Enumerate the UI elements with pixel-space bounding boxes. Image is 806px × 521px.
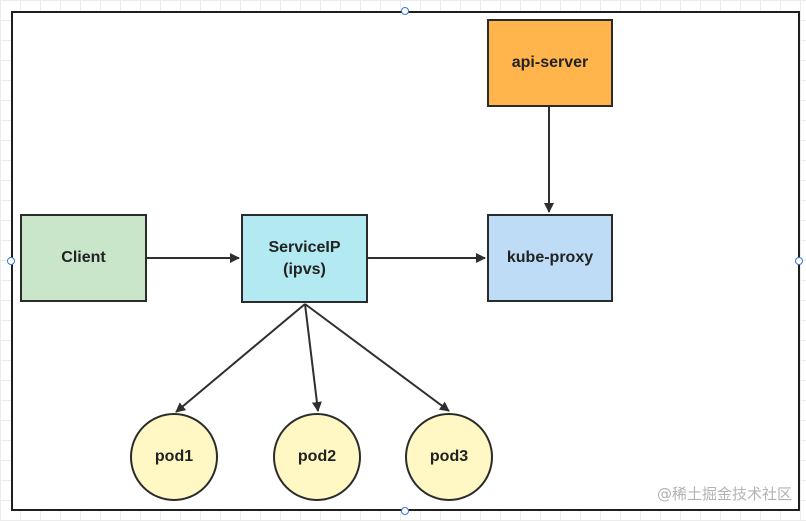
- pod3-node[interactable]: pod3: [405, 413, 493, 501]
- resize-handle-right[interactable]: [795, 257, 803, 265]
- resize-handle-bottom[interactable]: [401, 507, 409, 515]
- edge-service-ip-to-pod2: [304, 303, 322, 412]
- kube-proxy-node[interactable]: kube-proxy: [487, 214, 613, 302]
- edge-service-ip-to-pod1: [175, 303, 306, 413]
- pod1-node[interactable]: pod1: [130, 413, 218, 501]
- api-server-node[interactable]: api-server: [487, 19, 613, 107]
- edge-service-ip-to-pod3: [304, 303, 450, 412]
- pod2-node[interactable]: pod2: [273, 413, 361, 501]
- client-node[interactable]: Client: [20, 214, 147, 302]
- resize-handle-top[interactable]: [401, 7, 409, 15]
- resize-handle-left[interactable]: [7, 257, 15, 265]
- watermark: @稀土掘金技术社区: [656, 485, 792, 503]
- service-ip-node[interactable]: ServiceIP (ipvs): [241, 214, 368, 303]
